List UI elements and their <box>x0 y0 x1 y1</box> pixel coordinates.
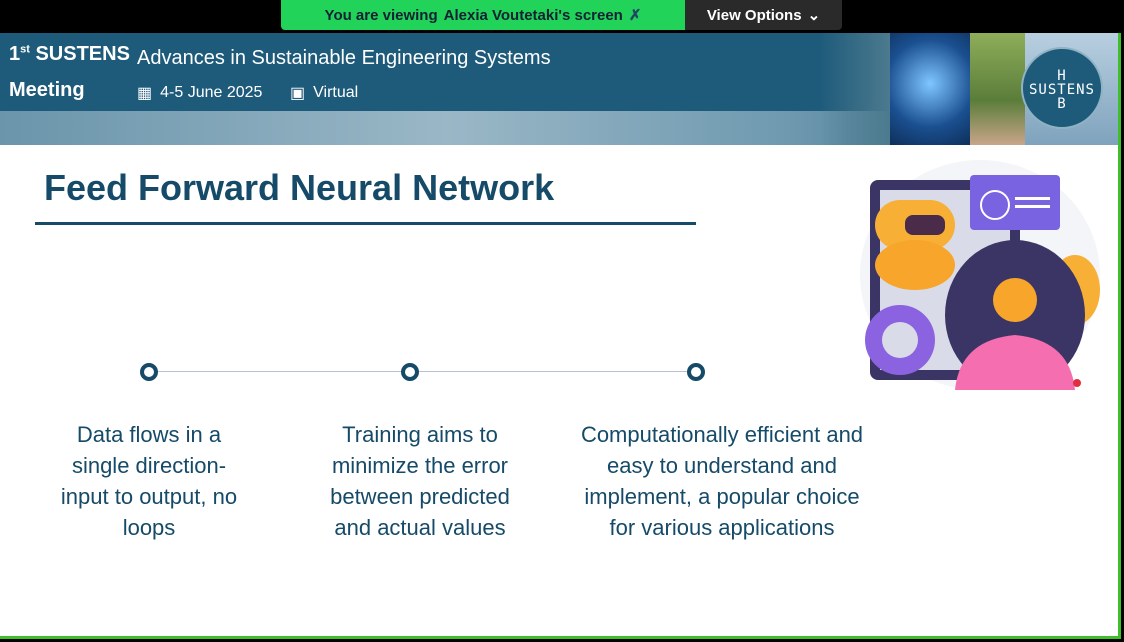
timeline-node <box>687 363 705 381</box>
ai-face-recognition-illustration <box>860 160 1100 390</box>
point-text: Computationally efficient and easy to un… <box>580 422 864 540</box>
shared-screen: 1st SUSTENS Meeting Advances in Sustaina… <box>0 33 1121 639</box>
point-text: Training aims to minimize the error betw… <box>330 422 510 540</box>
chevron-down-icon: ⌄ <box>807 7 821 24</box>
slide-title: Feed Forward Neural Network <box>44 167 555 208</box>
view-options-label: View Options <box>706 6 802 24</box>
laptop-icon: ▣ <box>290 85 306 102</box>
header-image-forest <box>820 33 890 145</box>
presenter-name: Alexia Voutetaki's screen <box>443 6 623 24</box>
point-text: Data flows in a single direction- input … <box>60 422 238 540</box>
screen-share-banner: You are viewing Alexia Voutetaki's scree… <box>281 0 685 30</box>
meeting-title: 1st SUSTENS <box>9 43 130 65</box>
conference-name: Advances in Sustainable Engineering Syst… <box>137 47 551 69</box>
slide-header: 1st SUSTENS Meeting Advances in Sustaina… <box>0 33 1118 145</box>
muted-mic-icon: ✗ <box>628 7 642 24</box>
view-options-button[interactable]: View Options ⌄ <box>685 0 842 30</box>
title-underline <box>35 222 696 225</box>
timeline-node <box>140 363 158 381</box>
event-date: ▦4-5 June 2025 <box>137 84 263 102</box>
timeline-line <box>149 371 696 372</box>
calendar-icon: ▦ <box>137 85 153 102</box>
event-mode: ▣Virtual <box>290 84 359 102</box>
timeline-node <box>401 363 419 381</box>
meeting-subtitle: Meeting <box>9 79 85 101</box>
header-image-plant <box>970 33 1025 145</box>
viewing-label: You are viewing <box>324 6 438 24</box>
header-image-ai-brain <box>890 33 970 145</box>
